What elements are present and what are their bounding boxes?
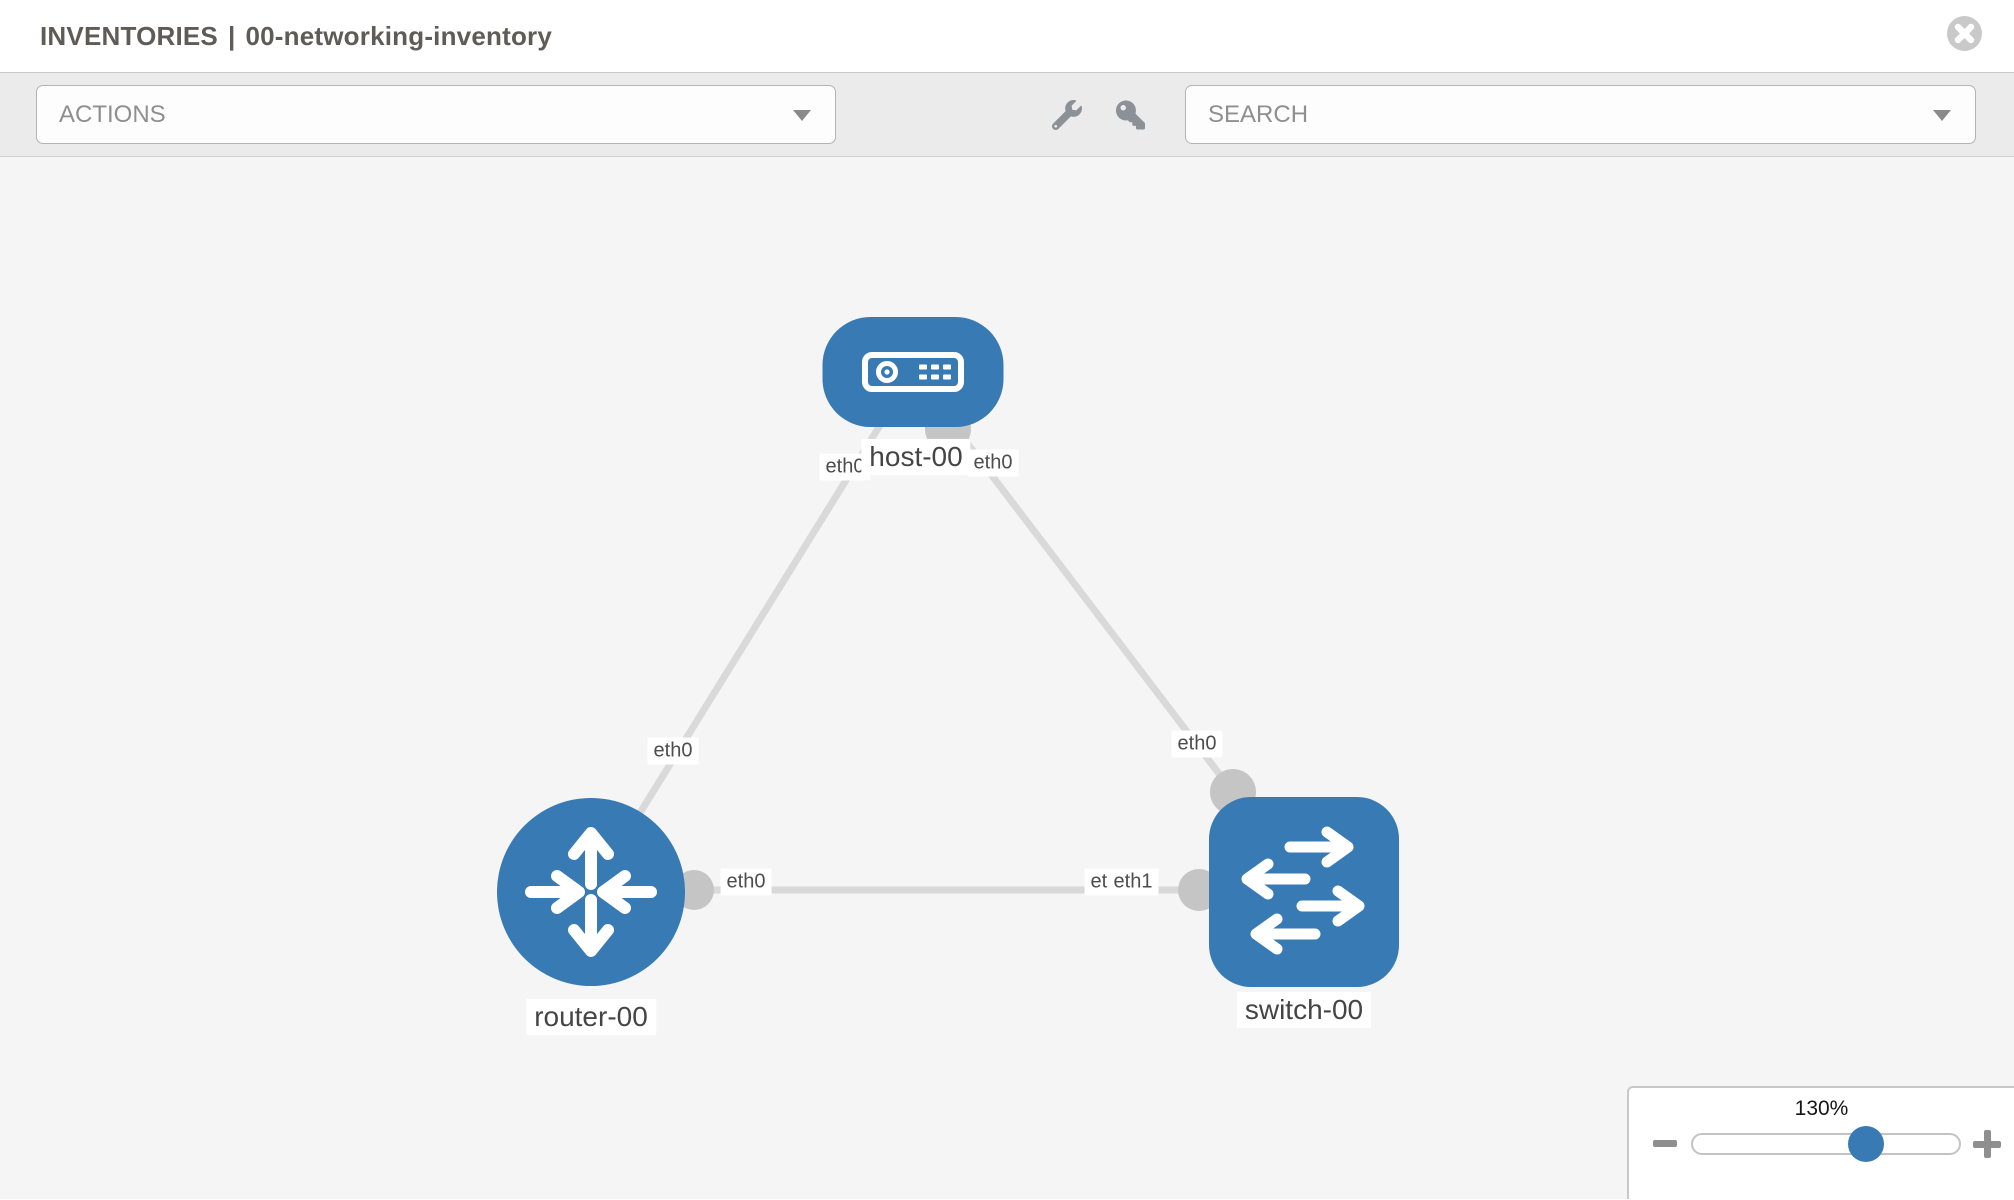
interface-label: eth0 [1171,730,1223,758]
zoom-in-button[interactable] [1973,1130,2001,1158]
tools-button[interactable] [1052,99,1082,130]
interface-label: eth0 [720,868,772,896]
zoom-slider-knob[interactable] [1848,1126,1884,1162]
breadcrumb-divider: | [227,20,236,51]
search-dropdown[interactable]: SEARCH [1185,85,1976,144]
toolbar: ACTIONS SEARCH [0,72,2014,157]
search-dropdown-label: SEARCH [1208,100,1309,128]
zoom-out-button[interactable] [1653,1140,1677,1147]
interface-label: eth0 [967,449,1019,477]
actions-dropdown-label: ACTIONS [59,100,166,128]
router-icon [525,827,657,957]
host-icon [862,352,964,392]
zoom-panel: 130% [1627,1086,2014,1199]
wrench-icon [1052,99,1082,130]
node-host[interactable] [822,317,1004,427]
switch-icon [1241,826,1365,955]
interface-label: eth0 [647,737,699,765]
header-bar: INVENTORIES | 00-networking-inventory [0,0,2014,72]
router-label: router-00 [526,998,656,1036]
zoom-level: 130% [1794,1097,1849,1120]
node-switch[interactable] [1209,797,1399,987]
breadcrumb-section[interactable]: INVENTORIES [40,20,218,51]
credentials-button[interactable] [1116,100,1145,129]
inventory-name: 00-networking-inventory [245,20,553,51]
host-label: host-00 [861,438,971,476]
close-icon [1947,16,1982,51]
switch-label: switch-00 [1236,991,1372,1029]
chevron-down-icon [793,109,811,121]
topology-canvas[interactable]: eth0 host-00 eth0 eth0 eth0 eth0 eth0 et… [0,157,2014,1199]
chevron-down-icon [1933,109,1951,121]
interface-label: eth1 [1107,868,1159,896]
page-title: INVENTORIES | 00-networking-inventory [40,21,552,52]
close-button[interactable] [1947,16,1982,51]
actions-dropdown[interactable]: ACTIONS [36,85,836,144]
topology-svg [497,317,1399,987]
key-icon [1116,100,1145,129]
zoom-slider-track[interactable] [1691,1133,1961,1155]
node-router[interactable] [497,798,685,986]
